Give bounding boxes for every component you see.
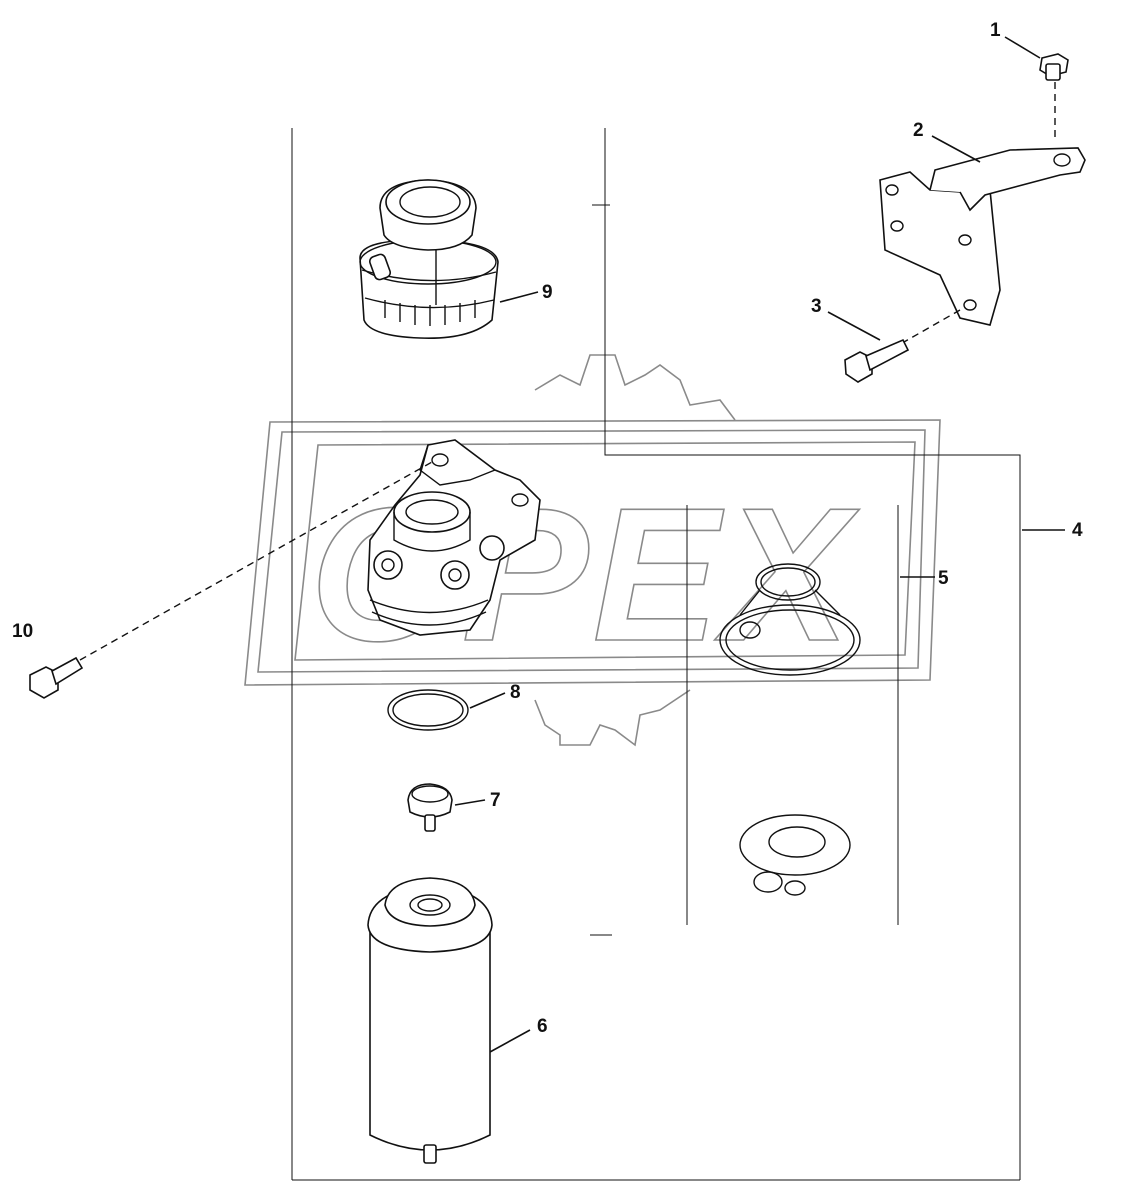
part-5-seal-kit <box>719 563 861 896</box>
callout-8: 8 <box>510 682 521 703</box>
callout-7: 7 <box>490 790 501 811</box>
callout-2: 2 <box>913 120 924 141</box>
callout-6: 6 <box>537 1016 548 1037</box>
callout-labels: 1 2 3 4 5 6 7 8 9 10 <box>12 20 1083 1037</box>
part-2-bracket <box>879 147 1086 351</box>
callout-4: 4 <box>1072 520 1083 541</box>
callout-1: 1 <box>990 20 1001 41</box>
leader-lines <box>454 36 1065 1053</box>
filter-head <box>367 439 541 636</box>
part-3-bolt <box>844 338 910 383</box>
group-frames <box>291 128 1021 1181</box>
watermark-logo: OPEX <box>244 354 941 747</box>
part-8-o-ring <box>387 689 469 731</box>
part-9-bowl <box>359 179 499 339</box>
part-1-bolt <box>1039 53 1069 140</box>
part-7-drain-plug <box>407 783 453 832</box>
callout-9: 9 <box>542 282 553 303</box>
callout-10: 10 <box>12 621 33 642</box>
part-6-filter-element <box>367 877 493 1164</box>
callout-3: 3 <box>811 296 822 317</box>
callout-5: 5 <box>938 568 949 589</box>
part-10-bolt <box>29 461 433 699</box>
